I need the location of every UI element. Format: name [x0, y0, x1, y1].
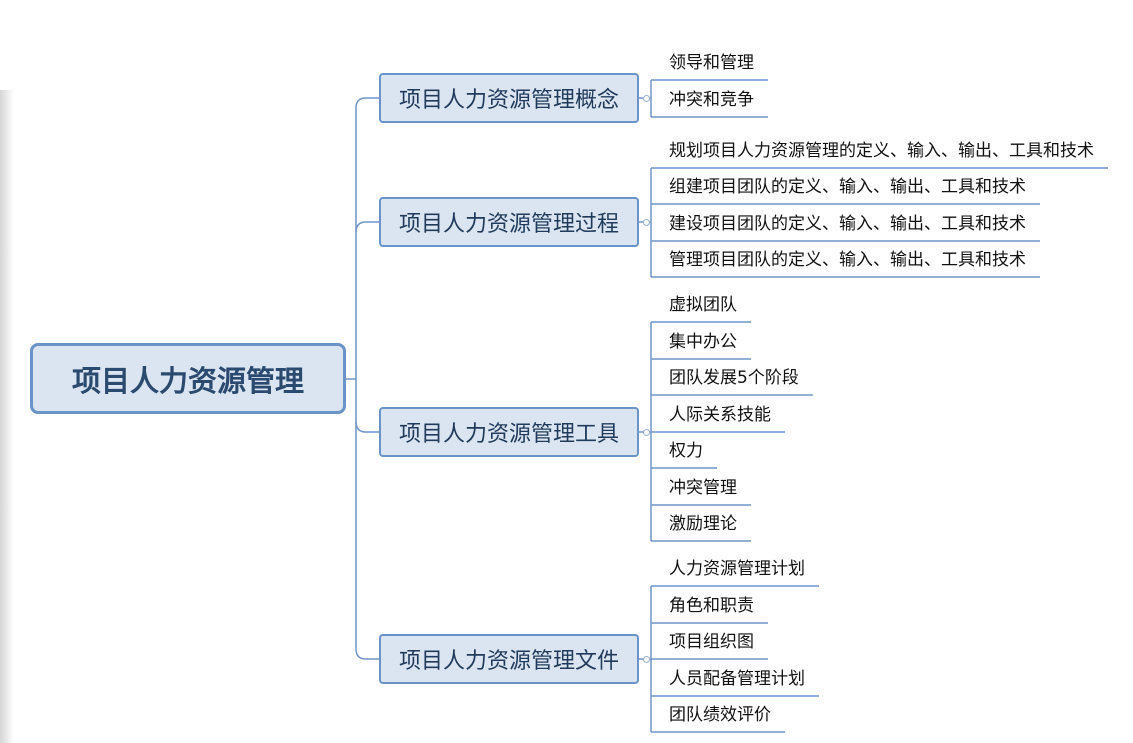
leaf-topic[interactable]: 组建项目团队的定义、输入、输出、工具和技术 — [669, 177, 1026, 197]
branch-process[interactable]: 项目人力资源管理过程 — [379, 197, 639, 247]
root-topic[interactable]: 项目人力资源管理 — [30, 343, 346, 414]
leaf-topic[interactable]: 项目组织图 — [669, 632, 754, 652]
leaf-topic[interactable]: 人力资源管理计划 — [669, 559, 805, 579]
branch-documents[interactable]: 项目人力资源管理文件 — [379, 634, 639, 684]
leaf-topic[interactable]: 虚拟团队 — [669, 295, 737, 315]
branch-label: 项目人力资源管理概念 — [398, 88, 619, 113]
collapse-toggle-icon[interactable] — [643, 656, 650, 663]
leaf-topic[interactable]: 角色和职责 — [669, 596, 754, 616]
leaf-topic[interactable]: 规划项目人力资源管理的定义、输入、输出、工具和技术 — [669, 141, 1094, 161]
leaf-topic[interactable]: 冲突和竞争 — [669, 90, 754, 110]
leaf-topic[interactable]: 冲突管理 — [669, 478, 737, 498]
branch-concept[interactable]: 项目人力资源管理概念 — [379, 73, 639, 123]
leaf-topic[interactable]: 建设项目团队的定义、输入、输出、工具和技术 — [669, 214, 1026, 234]
leaf-topic[interactable]: 团队绩效评价 — [669, 705, 771, 725]
leaf-topic[interactable]: 领导和管理 — [669, 53, 754, 73]
branch-tools[interactable]: 项目人力资源管理工具 — [379, 407, 639, 457]
collapse-toggle-icon[interactable] — [643, 95, 650, 102]
leaf-topic[interactable]: 集中办公 — [669, 332, 737, 352]
leaf-topic[interactable]: 激励理论 — [669, 514, 737, 534]
branch-label: 项目人力资源管理过程 — [398, 212, 619, 237]
root-topic-label: 项目人力资源管理 — [71, 363, 304, 398]
leaf-topic[interactable]: 人员配备管理计划 — [669, 669, 805, 689]
collapse-toggle-icon[interactable] — [643, 429, 650, 436]
leaf-topic[interactable]: 管理项目团队的定义、输入、输出、工具和技术 — [669, 250, 1026, 270]
left-edge-shadow — [0, 90, 14, 743]
leaf-topic[interactable]: 权力 — [669, 441, 703, 461]
leaf-topic[interactable]: 人际关系技能 — [669, 405, 771, 425]
collapse-toggle-icon[interactable] — [643, 219, 650, 226]
branch-label: 项目人力资源管理工具 — [398, 422, 619, 447]
branch-label: 项目人力资源管理文件 — [398, 649, 619, 674]
leaf-topic[interactable]: 团队发展5个阶段 — [669, 368, 799, 388]
